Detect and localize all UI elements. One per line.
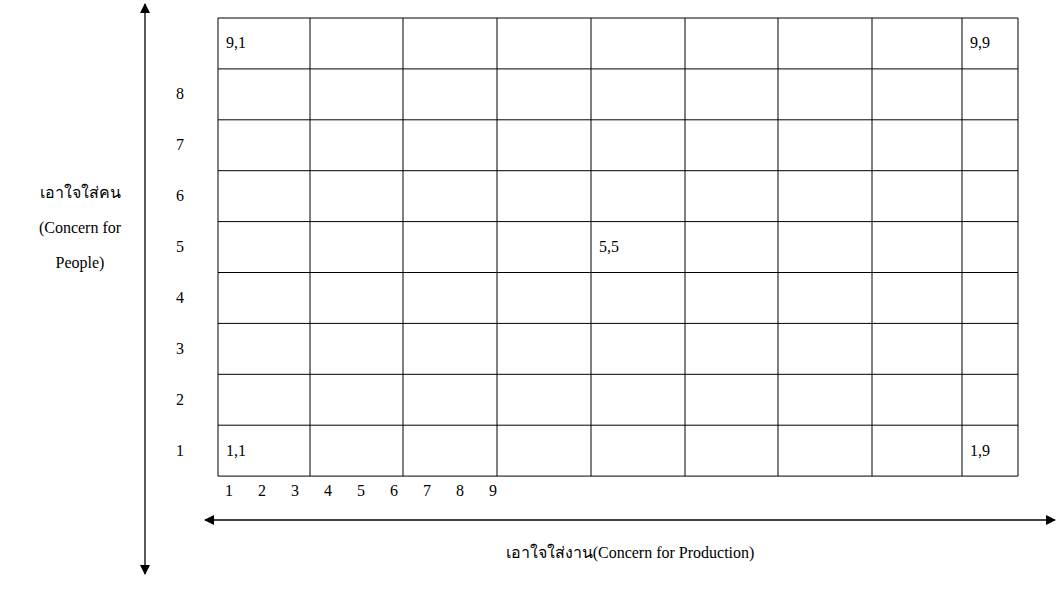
column-number: 5 — [357, 481, 365, 500]
grid-row-line — [218, 119, 1018, 120]
grid-row-line — [218, 323, 1018, 324]
grid-row-line — [218, 68, 1018, 69]
grid-cell-label: 1,1 — [226, 441, 246, 460]
grid-column-line — [403, 18, 404, 476]
production-axis-arrow — [205, 519, 1055, 520]
row-number: 5 — [176, 237, 184, 256]
grid-column-line — [218, 18, 219, 476]
grid-column-line — [1018, 18, 1019, 476]
grid-row-line — [218, 272, 1018, 273]
column-number: 2 — [258, 481, 266, 500]
row-number: 3 — [176, 339, 184, 358]
column-number: 3 — [291, 481, 299, 500]
grid-row-line — [218, 425, 1018, 426]
column-number: 8 — [456, 481, 464, 500]
column-number: 7 — [423, 481, 431, 500]
row-number: 6 — [176, 187, 184, 206]
row-number: 4 — [176, 288, 184, 307]
grid-column-line — [685, 18, 686, 476]
grid-column-line — [962, 18, 963, 476]
grid-column-line — [872, 18, 873, 476]
people-axis-arrow — [144, 4, 145, 574]
grid-row-line — [218, 18, 1018, 19]
grid-cell-label: 1,9 — [970, 441, 990, 460]
column-number: 1 — [225, 481, 233, 500]
row-number: 8 — [176, 85, 184, 104]
people-axis-title: เอาใจใส่คน (Concern for People) — [38, 175, 122, 281]
grid-lines — [218, 18, 1018, 476]
row-number: 2 — [176, 390, 184, 409]
grid-column-line — [310, 18, 311, 476]
grid-column-line — [591, 18, 592, 476]
column-number: 6 — [390, 481, 398, 500]
row-number: 7 — [176, 136, 184, 155]
grid-row-line — [218, 374, 1018, 375]
grid-row-line — [218, 476, 1018, 477]
column-number: 9 — [489, 481, 497, 500]
column-number: 4 — [324, 481, 332, 500]
row-number: 1 — [176, 441, 184, 460]
grid-column-line — [778, 18, 779, 476]
grid-cell-label: 9,1 — [226, 34, 246, 53]
grid-row-line — [218, 170, 1018, 171]
grid-row-line — [218, 221, 1018, 222]
grid-column-line — [497, 18, 498, 476]
production-axis-title: เอาใจใส่งาน(Concern for Production) — [506, 543, 755, 562]
grid-cell-label: 5,5 — [599, 237, 619, 256]
grid-cell-label: 9,9 — [970, 34, 990, 53]
